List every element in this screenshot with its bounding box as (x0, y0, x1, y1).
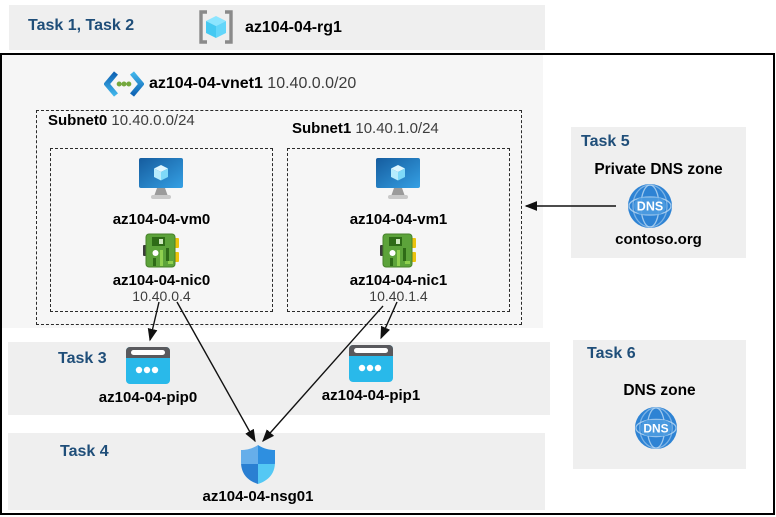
private-dns-icon: DNS (628, 184, 672, 228)
subnet1-cidr: 10.40.1.0/24 (355, 120, 439, 137)
task5-label: Task 5 (581, 133, 630, 150)
nic1-ip: 10.40.1.4 (369, 288, 428, 304)
nic0-name: az104-04-nic0 (112, 272, 211, 289)
vm1-name: az104-04-vm1 (349, 211, 448, 228)
private-dns-icon-text: DNS (637, 200, 663, 214)
task4-band (8, 433, 545, 510)
task6-label: Task 6 (587, 345, 636, 362)
resource-group-icon (199, 10, 233, 44)
nsg-icon (241, 445, 275, 484)
resource-group-name: az104-04-rg1 (245, 19, 342, 36)
subnet0-label: Subnet0 10.40.0.0/24 (48, 112, 195, 129)
vnet-label: az104-04-vnet1 10.40.0.0/20 (149, 75, 356, 93)
virtual-network-icon (104, 71, 144, 97)
task4-label: Task 4 (60, 443, 109, 460)
task6-title: DNS zone (623, 382, 696, 399)
vnet-cidr: 10.40.0.0/20 (267, 75, 357, 92)
task12-band (9, 5, 545, 50)
task5-box: Task 5 Private DNS zone DNS contoso.org (571, 127, 746, 258)
subnet1-box (287, 148, 510, 312)
task5-zone: contoso.org (615, 231, 702, 248)
vm0-name: az104-04-vm0 (112, 211, 211, 228)
dns-zone-icon-text: DNS (643, 421, 668, 435)
pip1-icon (349, 345, 393, 382)
vm0-icon (139, 158, 183, 199)
nic1-icon (380, 233, 416, 268)
subnet0-name: Subnet0 (48, 112, 108, 129)
dns-zone-icon: DNS (634, 406, 678, 450)
task12-label: Task 1, Task 2 (28, 17, 135, 34)
subnet1-label: Subnet1 10.40.1.0/24 (292, 120, 439, 137)
subnet1-name: Subnet1 (292, 120, 352, 137)
task3-label: Task 3 (58, 350, 107, 367)
task6-box: Task 6 DNS zone DNS (573, 340, 746, 469)
pip1-name: az104-04-pip1 (321, 387, 421, 404)
subnet0-cidr: 10.40.0.0/24 (111, 112, 195, 129)
pip0-icon (126, 347, 170, 384)
nic0-ip: 10.40.0.4 (132, 288, 191, 304)
lab-frame (0, 53, 775, 515)
subnet0-box (50, 148, 273, 312)
vm1-icon (376, 158, 420, 199)
nic1-name: az104-04-nic1 (349, 272, 448, 289)
vnet-name: az104-04-vnet1 (149, 75, 263, 92)
nsg-name: az104-04-nsg01 (202, 488, 314, 505)
pip0-name: az104-04-pip0 (98, 389, 198, 406)
nic0-icon (143, 233, 179, 268)
task5-title: Private DNS zone (594, 161, 723, 178)
